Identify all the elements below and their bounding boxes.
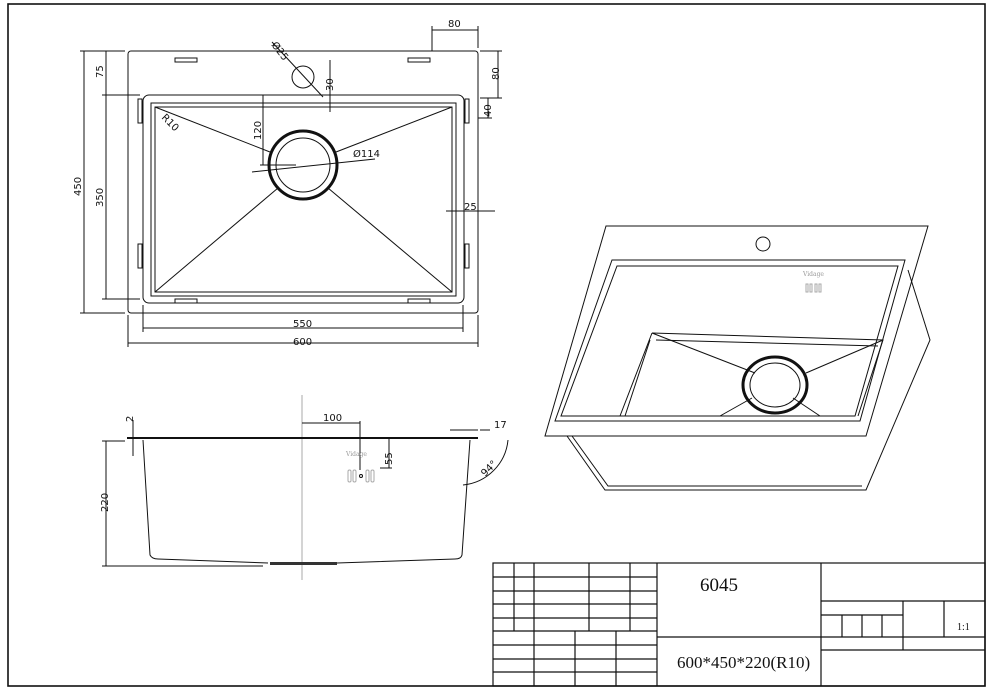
dim-2: 2 — [125, 416, 136, 422]
drawing-scale: 1:1 — [957, 622, 970, 633]
dim-drain-dia: Ø114 — [353, 148, 380, 160]
dim-55: 55 — [384, 452, 395, 465]
dim-30: 30 — [325, 78, 336, 91]
dim-100: 100 — [323, 413, 342, 424]
dim-600: 600 — [293, 337, 312, 348]
dim-17: 17 — [494, 420, 507, 431]
dim-80-right: 80 — [491, 67, 502, 80]
top-view: 600 550 450 350 75 Ø25 30 80 80 40 120 R… — [73, 19, 502, 348]
model-number: 6045 — [700, 575, 738, 596]
dim-450: 450 — [73, 177, 84, 196]
dim-80-top: 80 — [448, 19, 461, 30]
perspective-view: Vidage — [544, 225, 931, 491]
perspective-brand-mark: Vidage — [802, 271, 824, 278]
overflow-slots — [347, 469, 375, 483]
dim-550: 550 — [293, 319, 312, 330]
dim-120: 120 — [253, 121, 264, 140]
tap-hole — [291, 65, 315, 89]
dim-25: 25 — [464, 202, 477, 213]
dim-40: 40 — [483, 104, 494, 117]
title-block — [492, 562, 986, 687]
dim-220: 220 — [100, 493, 111, 512]
dim-75: 75 — [95, 65, 106, 78]
dim-94deg: 94° — [479, 459, 499, 479]
side-brand-mark: Vidage — [345, 451, 367, 458]
dim-350: 350 — [95, 188, 106, 207]
perspective-drain — [741, 355, 809, 415]
sink-size: 600*450*220(R10) — [677, 653, 810, 672]
side-view: Vidage 2 220 100 55 17 94° — [100, 395, 509, 580]
